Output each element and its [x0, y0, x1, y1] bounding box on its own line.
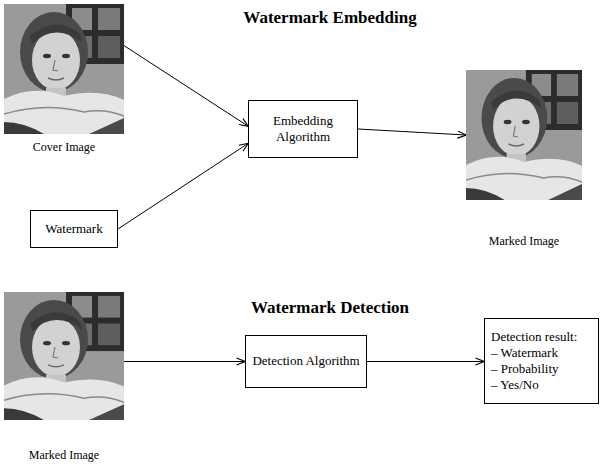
process-box: Embedding Algorithm — [248, 100, 358, 158]
image-caption: Marked Image — [466, 234, 582, 249]
box-text: Detection Algorithm — [252, 353, 359, 369]
section-heading: Watermark Detection — [251, 298, 409, 318]
image-area — [4, 292, 124, 448]
box-text: Detection result: — [491, 329, 577, 345]
box-text: Embedding Algorithm — [255, 113, 351, 146]
image-node: Cover Image — [4, 4, 124, 155]
list-item: – Probability — [491, 361, 559, 377]
process-box: Watermark — [30, 210, 118, 248]
box-text: Watermark — [45, 221, 102, 237]
process-box: Detection Algorithm — [245, 335, 367, 388]
list-item: – Watermark — [491, 345, 558, 361]
arrow-connector — [124, 46, 248, 127]
image-node: Marked Image — [466, 70, 582, 249]
arrow-connector — [367, 361, 484, 362]
marked-photo — [4, 292, 124, 420]
arrow-connector — [118, 144, 248, 230]
arrow-connector — [124, 361, 245, 362]
image-caption: Cover Image — [4, 140, 124, 155]
image-area — [4, 4, 124, 140]
section-heading: Watermark Embedding — [243, 8, 416, 28]
list-item: – Yes/No — [491, 377, 539, 393]
arrow-connector — [358, 129, 466, 135]
marked-photo — [466, 70, 582, 200]
image-node: Marked Image — [4, 292, 124, 463]
image-caption: Marked Image — [4, 448, 124, 463]
cover-photo — [4, 4, 124, 134]
image-area — [466, 70, 582, 234]
process-box: Detection result:– Watermark– Probabilit… — [484, 318, 599, 404]
